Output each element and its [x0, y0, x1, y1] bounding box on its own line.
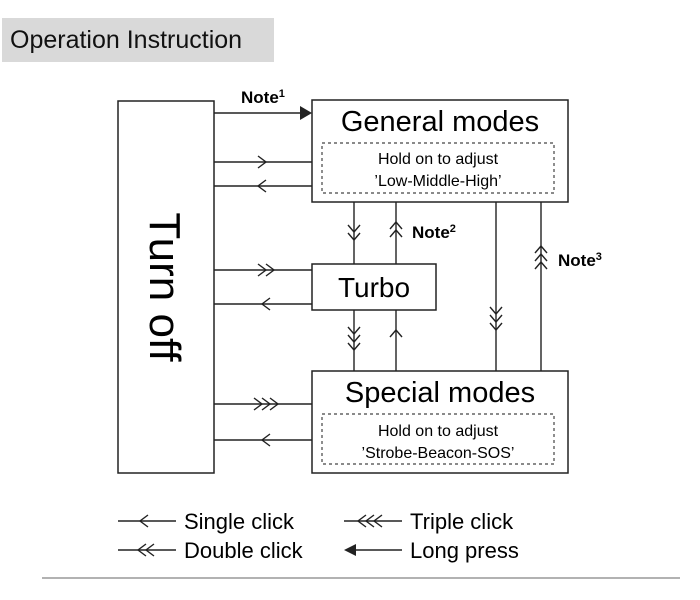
general-modes-box	[311, 99, 569, 203]
legend-double-click-symbol	[118, 543, 176, 557]
general-modes-hint-box	[321, 142, 555, 194]
off-to-general-single-click	[214, 155, 312, 169]
general-to-turbo-double-click	[347, 202, 361, 264]
legend-triple-click-symbol	[344, 514, 402, 528]
legend-single-click-label: Single click	[184, 509, 295, 534]
legend-long-press-symbol	[344, 544, 402, 556]
turbo-to-off-single-click	[214, 297, 312, 311]
special-to-general-triple-click	[534, 202, 548, 371]
turbo-to-general-double-click	[389, 202, 403, 264]
general-modes-title: General modes	[341, 106, 539, 138]
note1-label: Note1	[241, 88, 285, 107]
turbo-box	[311, 263, 437, 311]
special-modes-hint-line2: ’Strobe-Beacon-SOS’	[362, 445, 515, 462]
header-tab	[2, 18, 274, 62]
general-modes-hint-line2: ’Low-Middle-High’	[374, 173, 501, 190]
note3-label: Note3	[558, 251, 602, 270]
legend-single-click-symbol	[118, 514, 176, 528]
general-to-special-triple-click	[489, 202, 503, 371]
special-modes-hint-line1: Hold on to adjust	[378, 423, 499, 440]
general-to-off-single-click	[214, 179, 312, 193]
legend-long-press-label: Long press	[410, 538, 519, 563]
special-modes-title: Special modes	[345, 377, 535, 409]
general-modes-hint-line1: Hold on to adjust	[378, 151, 499, 168]
turn-off-box	[117, 100, 215, 474]
turn-off-label: Turn off	[140, 212, 189, 362]
special-to-off-single-click	[214, 433, 312, 447]
special-modes-hint-box	[321, 413, 555, 465]
special-to-turbo-single-click	[389, 310, 403, 371]
off-to-turbo-double-click	[214, 263, 312, 277]
note2-label: Note2	[412, 223, 456, 242]
legend-double-click-label: Double click	[184, 538, 304, 563]
turbo-title: Turbo	[338, 272, 410, 303]
turbo-to-special-triple-click	[347, 310, 361, 371]
page-title: Operation Instruction	[10, 26, 243, 54]
legend-triple-click-label: Triple click	[410, 509, 514, 534]
note1-arrow	[214, 106, 312, 120]
off-to-special-triple-click	[214, 397, 312, 411]
special-modes-box	[311, 370, 569, 474]
